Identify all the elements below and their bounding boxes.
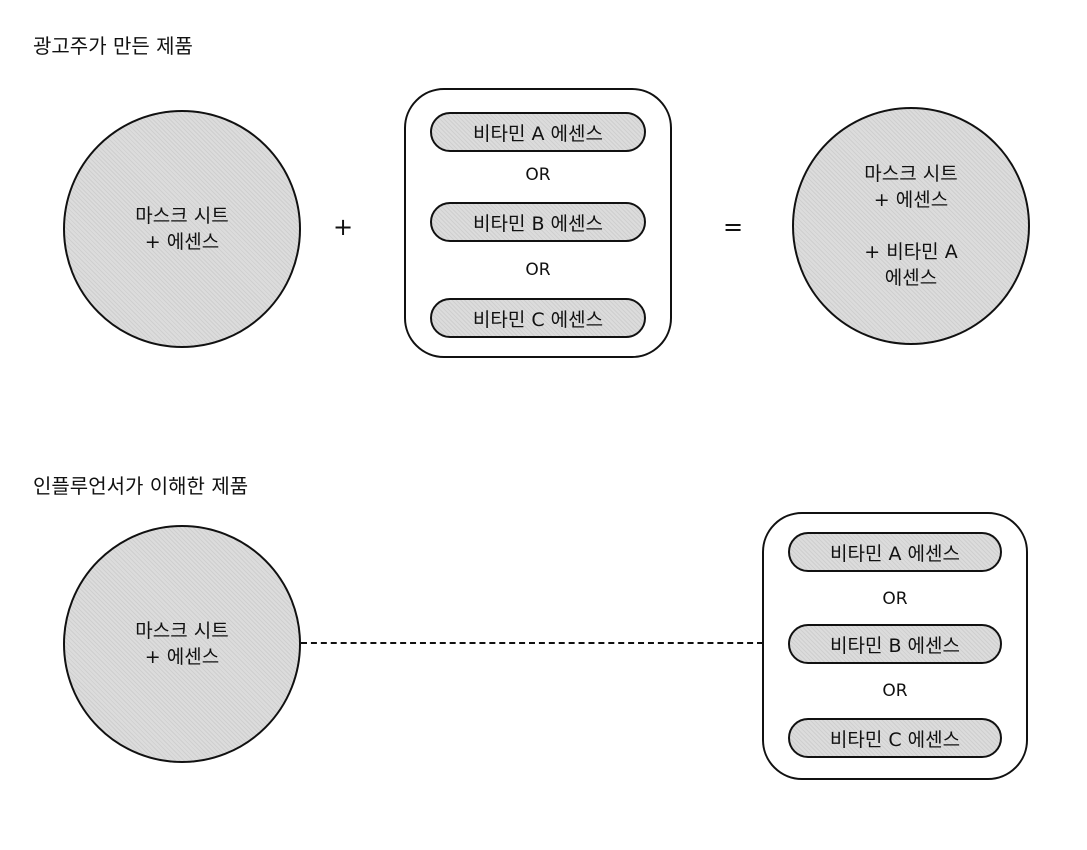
top-option-vitamin-c: 비타민 C 에센스 (430, 298, 646, 338)
top-result-product-circle: 마스크 시트 + 에센스 + 비타민 A 에센스 (792, 107, 1030, 345)
top-or-label-1: OR (525, 165, 551, 185)
top-option-vitamin-b: 비타민 B 에센스 (430, 202, 646, 242)
bottom-option-vitamin-b: 비타민 B 에센스 (788, 624, 1002, 664)
top-section-title: 광고주가 만든 제품 (33, 34, 193, 58)
plus-operator: + (333, 213, 354, 241)
bottom-base-product-circle: 마스크 시트 + 에센스 (63, 525, 301, 763)
top-base-product-label: 마스크 시트 + 에센스 (135, 205, 229, 253)
bottom-section-title: 인플루언서가 이해한 제품 (33, 474, 249, 498)
bottom-or-label-2: OR (882, 681, 908, 701)
top-or-label-2: OR (525, 260, 551, 280)
bottom-base-product-label: 마스크 시트 + 에센스 (135, 620, 229, 668)
equals-operator: = (723, 213, 744, 241)
top-result-product-label: 마스크 시트 + 에센스 + 비타민 A 에센스 (864, 163, 958, 289)
bottom-options-box: 비타민 A 에센스 OR 비타민 B 에센스 OR 비타민 C 에센스 (762, 512, 1028, 780)
bottom-option-vitamin-c: 비타민 C 에센스 (788, 718, 1002, 758)
dashed-connector-line (301, 642, 763, 644)
bottom-or-label-1: OR (882, 589, 908, 609)
top-options-box: 비타민 A 에센스 OR 비타민 B 에센스 OR 비타민 C 에센스 (404, 88, 672, 358)
top-base-product-circle: 마스크 시트 + 에센스 (63, 110, 301, 348)
bottom-option-vitamin-a: 비타민 A 에센스 (788, 532, 1002, 572)
top-option-vitamin-a: 비타민 A 에센스 (430, 112, 646, 152)
